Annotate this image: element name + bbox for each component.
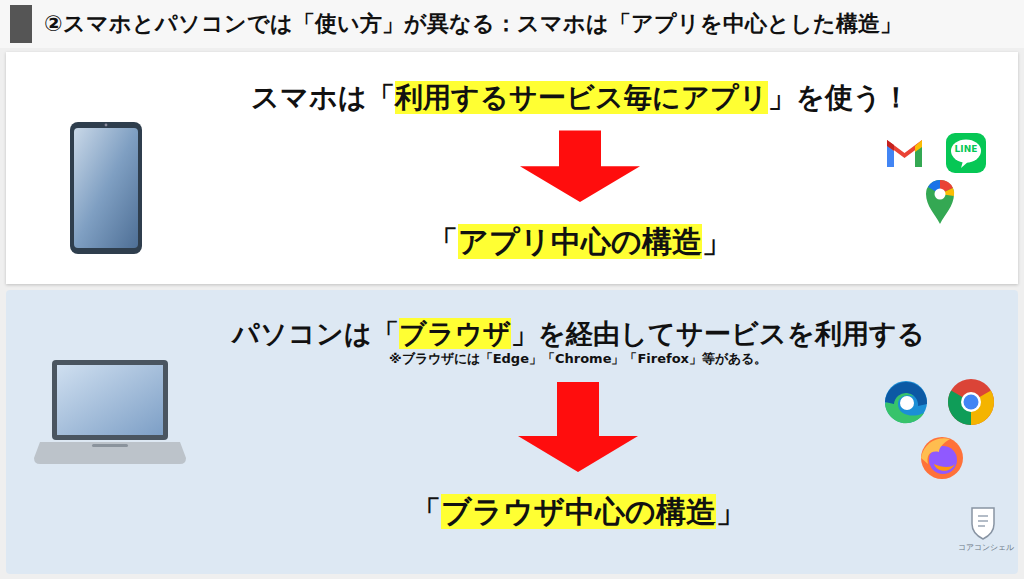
laptop-illustration: [34, 360, 186, 464]
statement-node: 「ブラウザ中心の構造」: [409, 492, 748, 531]
maps-icon: [926, 180, 954, 224]
line-icon: [946, 133, 986, 173]
statement-node: 「アプリ中心の構造」: [426, 222, 734, 261]
firefox-icon: [921, 437, 963, 479]
statement-node: スマホは「利用するサービス毎にアプリ」を使う！: [249, 80, 912, 116]
smartphone-illustration: [70, 122, 142, 254]
statement-text: 「アプリ中心の構造」: [426, 222, 734, 261]
gmail-icon: [887, 140, 922, 167]
statement-node: パソコンは「ブラウザ」を経由してサービスを利用する※ブラウザには「Edge」「C…: [230, 316, 927, 368]
block-arrow: [518, 382, 638, 472]
statement-text: パソコンは「ブラウザ」を経由してサービスを利用する: [230, 316, 927, 351]
note-text: ※ブラウザには「Edge」「Chrome」「Firefox」等がある。: [230, 351, 927, 368]
icon-label: LINE: [946, 144, 986, 154]
chrome-icon: [948, 379, 994, 425]
title-marker: [10, 5, 32, 43]
highlight: ブラウザ: [399, 318, 511, 349]
statement-text: スマホは「利用するサービス毎にアプリ」を使う！: [249, 80, 912, 116]
edge-icon: [885, 381, 927, 423]
company-logo: [972, 508, 994, 539]
slide-title: ②スマホとパソコンでは「使い方」が異なる：スマホは「アプリを中心とした構造」: [44, 9, 902, 39]
highlight: アプリ中心の構造: [458, 224, 702, 259]
watermark: コアコンシェル: [958, 542, 1010, 553]
highlight: 利用するサービス毎にアプリ: [395, 81, 768, 114]
block-arrow: [520, 130, 640, 202]
statement-text: 「ブラウザ中心の構造」: [409, 492, 748, 531]
highlight: ブラウザ中心の構造: [441, 494, 716, 529]
